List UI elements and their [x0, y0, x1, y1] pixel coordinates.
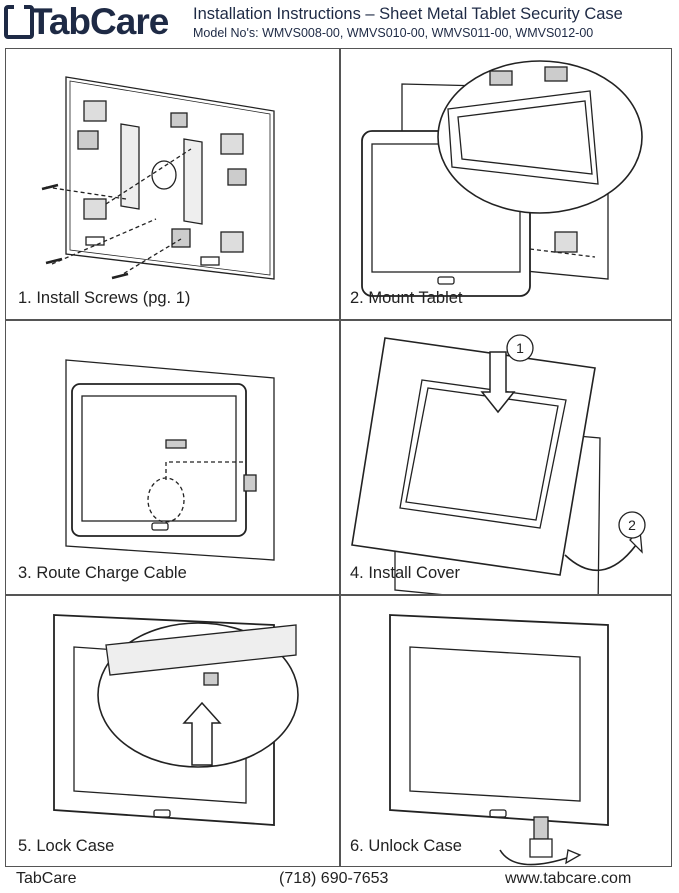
step-6-panel: 6. Unlock Case	[340, 595, 673, 867]
step-1-panel: 1. Install Screws (pg. 1)	[6, 49, 339, 319]
callout-1: 1	[516, 340, 524, 356]
footer-company: TabCare	[16, 870, 77, 887]
model-numbers: Model No's: WMVS008-00, WMVS010-00, WMVS…	[193, 26, 594, 40]
step-3-panel: 3. Route Charge Cable	[6, 320, 339, 594]
footer-phone: (718) 690-7653	[279, 870, 389, 887]
mount-tablet-illustration	[361, 60, 643, 297]
step-3-label: 3. Route Charge Cable	[18, 564, 187, 582]
page-title: Installation Instructions – Sheet Metal …	[193, 5, 623, 23]
step-5-panel: 5. Lock Case	[6, 595, 339, 867]
instruction-grid: 1. Install Screws (pg. 1) 2. Mount Table…	[5, 48, 672, 867]
step-6-label: 6. Unlock Case	[350, 837, 462, 855]
lock-case-illustration	[53, 614, 299, 826]
logo-mark-icon	[4, 3, 34, 39]
callout-2: 2	[628, 517, 636, 533]
step-2-label: 2. Mount Tablet	[350, 289, 463, 307]
tabcare-logo: TabCare	[4, 1, 189, 43]
step-2-panel: 2. Mount Tablet	[340, 49, 673, 319]
footer-website[interactable]: www.tabcare.com	[505, 870, 632, 887]
step-4-label: 4. Install Cover	[350, 564, 461, 582]
unlock-case-illustration	[389, 614, 609, 866]
step-4-panel: 1 2 4. Install Cover	[340, 320, 673, 594]
install-screws-illustration	[41, 76, 275, 280]
header: TabCare Installation Instructions – Shee…	[0, 0, 679, 44]
grid-divider-vertical	[339, 49, 341, 866]
install-cover-illustration: 1 2	[351, 334, 646, 594]
grid-divider-row-1	[6, 319, 671, 321]
step-1-label: 1. Install Screws (pg. 1)	[18, 289, 191, 307]
grid-divider-row-2	[6, 594, 671, 596]
route-charge-cable-illustration	[65, 359, 275, 561]
logo-text: TabCare	[30, 1, 169, 42]
step-5-label: 5. Lock Case	[18, 837, 115, 855]
